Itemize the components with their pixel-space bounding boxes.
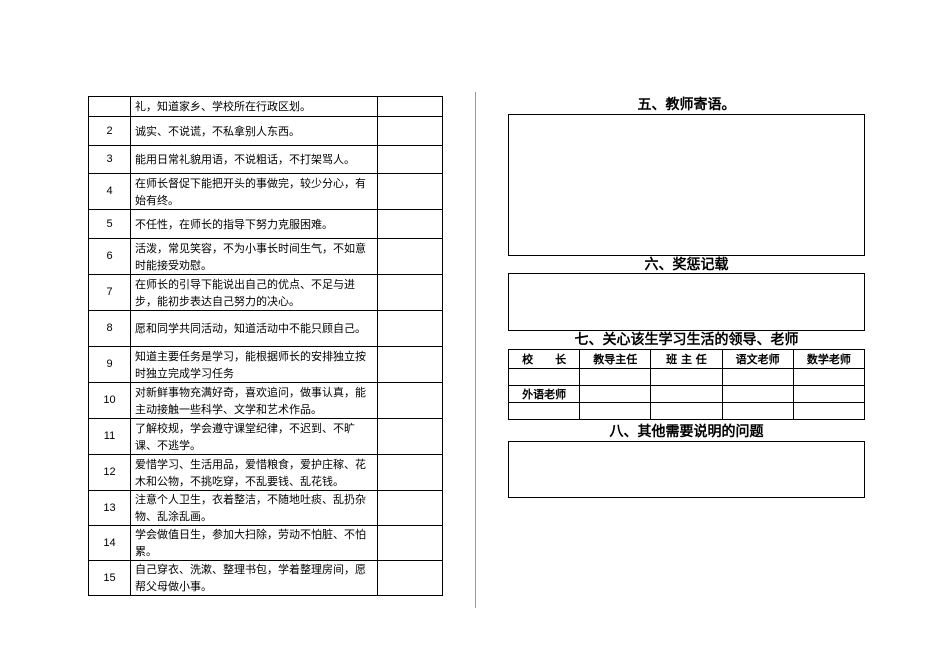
item-rating-cell[interactable] bbox=[377, 490, 443, 526]
page-fold-divider bbox=[475, 92, 476, 608]
staff-row: 外语老师 bbox=[507, 385, 866, 403]
item-text: 在师长的引导下能说出自己的优点、不足与进步，能初步表达自己努力的决心。 bbox=[130, 274, 378, 311]
item-number: 6 bbox=[88, 238, 131, 275]
staff-cell[interactable] bbox=[579, 368, 652, 386]
item-number: 8 bbox=[88, 310, 131, 347]
staff-row bbox=[507, 368, 866, 386]
staff-cell[interactable] bbox=[650, 368, 723, 386]
item-text: 愿和同学共同活动，知道活动中不能只顾自己。 bbox=[130, 310, 378, 347]
item-text: 知道主要任务是学习，能根据师长的安排独立按时独立完成学习任务 bbox=[130, 346, 378, 383]
item-text: 学会做值日生，参加大扫除，劳动不怕脏、不怕累。 bbox=[130, 525, 378, 561]
staff-header-cell: 数学老师 bbox=[792, 349, 866, 369]
staff-cell[interactable] bbox=[507, 368, 581, 386]
item-rating-cell[interactable] bbox=[377, 382, 443, 419]
item-text: 诚实、不说谎，不私拿别人东西。 bbox=[130, 116, 378, 146]
item-number: 3 bbox=[88, 145, 131, 174]
item-number: 10 bbox=[88, 382, 131, 419]
staff-table-header: 校 长教导主任班 主 任语文老师数学老师 bbox=[507, 349, 866, 369]
staff-table: 校 长教导主任班 主 任语文老师数学老师 外语老师 bbox=[507, 349, 866, 420]
item-text: 在师长督促下能把开头的事做完，较少分心，有始有终。 bbox=[130, 173, 378, 210]
item-number: 7 bbox=[88, 274, 131, 311]
item-text: 能用日常礼貌用语，不说粗话，不打架骂人。 bbox=[130, 145, 378, 174]
item-rating-cell[interactable] bbox=[377, 116, 443, 146]
staff-cell[interactable] bbox=[721, 385, 794, 403]
staff-title: 七、关心该生学习生活的领导、老师 bbox=[574, 332, 799, 348]
item-number: 9 bbox=[88, 346, 131, 383]
teacher-message-box[interactable] bbox=[508, 114, 865, 256]
staff-header-cell: 语文老师 bbox=[721, 349, 794, 369]
staff-cell: 外语老师 bbox=[507, 385, 581, 403]
item-rating-cell[interactable] bbox=[377, 346, 443, 383]
item-number bbox=[88, 96, 131, 117]
item-number: 11 bbox=[88, 418, 131, 455]
item-text: 对新鲜事物充满好奇，喜欢追问，做事认真，能主动接触一些科学、文学和艺术作品。 bbox=[130, 382, 378, 419]
staff-header-cell: 班 主 任 bbox=[650, 349, 723, 369]
item-rating-cell[interactable] bbox=[377, 525, 443, 561]
table-row: 礼，知道家乡、学校所在行政区划。 bbox=[88, 96, 443, 117]
item-number: 14 bbox=[88, 525, 131, 561]
staff-cell[interactable] bbox=[579, 402, 652, 420]
staff-cell[interactable] bbox=[579, 385, 652, 403]
staff-cell[interactable] bbox=[721, 368, 794, 386]
staff-row bbox=[507, 402, 866, 420]
item-text: 自己穿衣、洗漱、整理书包，学着整理房间，愿帮父母做小事。 bbox=[130, 560, 378, 596]
other-title: 八、其他需要说明的问题 bbox=[609, 424, 764, 440]
item-rating-cell[interactable] bbox=[377, 209, 443, 239]
staff-cell[interactable] bbox=[650, 402, 723, 420]
item-number: 5 bbox=[88, 209, 131, 239]
item-text: 爱惜学习、生活用品，爱惜粮食，爱护庄稼、花木和公物，不挑吃穿，不乱要钱、乱花钱。 bbox=[130, 454, 378, 491]
item-rating-cell[interactable] bbox=[377, 238, 443, 275]
item-rating-cell[interactable] bbox=[377, 145, 443, 174]
staff-cell[interactable] bbox=[650, 385, 723, 403]
staff-cell[interactable] bbox=[792, 385, 866, 403]
item-rating-cell[interactable] bbox=[377, 96, 443, 117]
item-number: 2 bbox=[88, 116, 131, 146]
item-text: 不任性，在师长的指导下努力克服困难。 bbox=[130, 209, 378, 239]
staff-cell[interactable] bbox=[792, 368, 866, 386]
item-text: 礼，知道家乡、学校所在行政区划。 bbox=[130, 96, 378, 117]
other-notes-box[interactable] bbox=[508, 441, 865, 498]
item-rating-cell[interactable] bbox=[377, 454, 443, 491]
item-number: 15 bbox=[88, 560, 131, 596]
item-rating-cell[interactable] bbox=[377, 173, 443, 210]
rewards-title: 六、奖惩记载 bbox=[644, 257, 729, 273]
item-text: 注意个人卫生，衣着整洁，不随地吐痰、乱扔杂物、乱涂乱画。 bbox=[130, 490, 378, 526]
item-rating-cell[interactable] bbox=[377, 560, 443, 596]
staff-cell[interactable] bbox=[507, 402, 581, 420]
item-number: 4 bbox=[88, 173, 131, 210]
item-text: 活泼，常见笑容，不为小事长时间生气，不如意时能接受劝慰。 bbox=[130, 238, 378, 275]
item-rating-cell[interactable] bbox=[377, 310, 443, 347]
item-text: 了解校规，学会遵守课堂纪律，不迟到、不旷课、不逃学。 bbox=[130, 418, 378, 455]
item-number: 13 bbox=[88, 490, 131, 526]
item-number: 12 bbox=[88, 454, 131, 491]
staff-cell[interactable] bbox=[792, 402, 866, 420]
rewards-box[interactable] bbox=[508, 273, 865, 331]
teacher-message-title: 五、教师寄语。 bbox=[637, 97, 736, 113]
item-rating-cell[interactable] bbox=[377, 274, 443, 311]
staff-header-cell: 校 长 bbox=[507, 349, 581, 369]
staff-cell[interactable] bbox=[721, 402, 794, 420]
item-rating-cell[interactable] bbox=[377, 418, 443, 455]
staff-header-cell: 教导主任 bbox=[579, 349, 652, 369]
